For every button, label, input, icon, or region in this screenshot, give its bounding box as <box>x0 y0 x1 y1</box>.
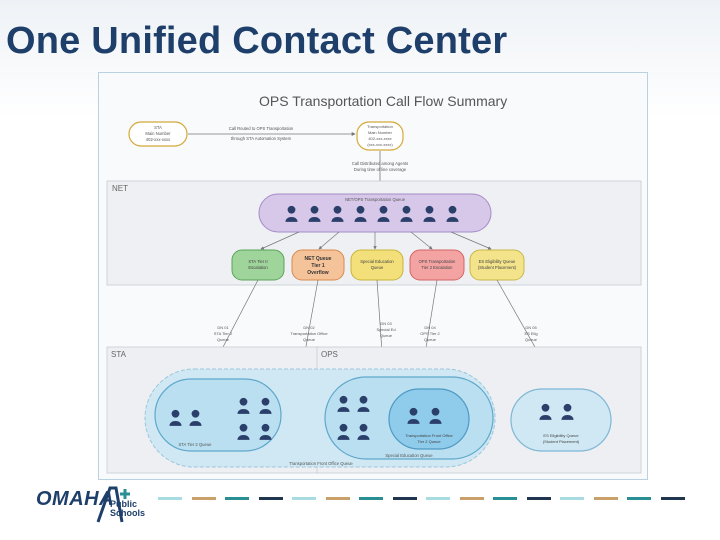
front-office-tier2-queue-pill: Transportation Front Office Tier 2 Queue <box>388 388 470 450</box>
queue-es-eligibility: ES Eligibility Queue (Student Placement) <box>469 249 525 281</box>
net-ops-queue: NET/OPS Transportation Queue <box>258 193 492 233</box>
route-3-line-3: Queue <box>380 333 393 338</box>
sta-box-line-2: Main Number <box>145 131 171 136</box>
logo-subtitle: Public Schools <box>110 500 150 518</box>
q2-line-1: NET Queue <box>305 256 332 262</box>
net-to-q1-arrow <box>260 231 300 250</box>
route-1-line-3: Queue <box>217 337 230 342</box>
q4-line-1: OPS Transportation <box>419 259 456 264</box>
queue-net-tier1-overflow: NET Queue Tier 1 Overflow <box>291 249 345 281</box>
sta-main-number-box: STA Main Number 402-xxx-xxxx <box>128 121 188 147</box>
decorative-dash <box>493 497 517 500</box>
decorative-dash <box>526 497 551 500</box>
sta-label: STA <box>111 350 127 359</box>
es-elig-caption-1: ES Eligibility Queue <box>543 433 579 438</box>
net-label: NET <box>112 184 128 193</box>
q5-line-1: ES Eligibility Queue <box>479 259 516 264</box>
decorative-dash <box>225 497 249 500</box>
route-1-line-2: STA Tier 2 <box>214 331 233 336</box>
route-1-line-1: DN 01 <box>217 325 229 330</box>
decorative-dash <box>459 497 484 500</box>
es-elig-caption-2: (Student Placement) <box>543 439 580 444</box>
decorative-dash <box>191 497 216 500</box>
route-4-line-1: DN 04 <box>424 325 436 330</box>
route-label-4: DN 04 OPS Tier 2 Queue <box>420 325 440 342</box>
transportation-main-number-box: Transportation Main Number 402-xxx-xxxx … <box>356 121 404 151</box>
route-2-line-2: Transportation Office <box>290 331 328 336</box>
decorative-dash <box>392 497 417 500</box>
union-caption: Transportation Front Office Queue <box>289 461 353 466</box>
route-3-line-2: Special Ed <box>376 327 395 332</box>
route-2-line-3: Queue <box>303 337 316 342</box>
queue-sta-tier2: STA Tier II Escalation <box>231 249 285 281</box>
logo-subtitle-line-1: Public <box>110 499 138 509</box>
trans-box-line-3: 402-xxx-xxxx <box>368 136 391 141</box>
q2-line-2: Tier 1 <box>311 263 324 269</box>
logo-a-plus-mark <box>96 486 130 523</box>
q3-line-1: Special Education <box>360 259 394 264</box>
sta-box-line-1: STA <box>154 125 162 130</box>
mid-label-2: During time of line coverage <box>354 167 407 172</box>
decorative-dash <box>359 497 383 500</box>
q2-line-3: Overflow <box>307 270 329 276</box>
route-3-line-1: DN 03 <box>380 321 392 326</box>
front-office-caption-2: Tier 2 Queue <box>417 439 441 444</box>
es-eligibility-queue-pill: ES Eligibility Queue (Student Placement) <box>510 388 612 452</box>
trans-box-line-2: Main Number <box>368 130 393 135</box>
logo-subtitle-line-2: Schools <box>110 508 146 518</box>
route-label-3: DN 03 Special Ed Queue <box>376 321 395 338</box>
front-office-caption-1: Transportation Front Office <box>405 433 453 438</box>
net-to-q2-arrow <box>318 231 340 250</box>
route-5-line-3: Queue <box>525 337 538 342</box>
omaha-public-schools-logo: OMAHA Public Schools <box>36 484 146 528</box>
route-label-2: DN 02 Transportation Office Queue <box>290 325 328 342</box>
route-label-1: DN 01 STA Tier 2 Queue <box>214 325 233 342</box>
q3-line-2: Queue <box>371 265 384 270</box>
decorative-dash <box>660 497 685 500</box>
route-4-line-2: OPS Tier 2 <box>420 331 440 336</box>
sta-tier2-queue-pill: STA Tier 2 Queue <box>154 378 282 452</box>
route-5-line-2: ES Elig <box>524 331 537 336</box>
decorative-dash <box>426 497 450 500</box>
call-flow-diagram: OPS Transportation Call Flow Summary STA… <box>98 72 648 480</box>
route-5-line-1: DN 05 <box>525 325 537 330</box>
top-arrow-label-2: through STA Automation System <box>231 136 292 141</box>
route-label-5: DN 05 ES Elig Queue <box>524 325 537 342</box>
q4-line-2: Tier 2 Escalation <box>421 265 453 270</box>
ops-label: OPS <box>321 350 338 359</box>
net-to-q4-arrow <box>410 231 433 250</box>
special-ed-caption: Special Education Queue <box>385 453 433 458</box>
queue-ops-tier2: OPS Transportation Tier 2 Escalation <box>409 249 465 281</box>
mid-label-1: Call Distributed among Agents <box>352 161 408 166</box>
decorative-dash <box>593 497 618 500</box>
q1-line-2: Escalation <box>248 265 268 270</box>
q5-line-2: (Student Placement) <box>478 265 517 270</box>
q1-line-1: STA Tier II <box>248 259 267 264</box>
sta-tier2-caption: STA Tier 2 Queue <box>179 442 213 447</box>
slide-title: One Unified Contact Center <box>6 20 508 62</box>
call-flow-svg: OPS Transportation Call Flow Summary STA… <box>106 93 642 474</box>
logo-wordmark: OMAHA <box>36 488 115 510</box>
trans-box-line-4: (xxx-xxx-xxxx) <box>367 142 393 147</box>
decorative-dash <box>258 497 283 500</box>
net-queue-label: NET/OPS Transportation Queue <box>345 197 406 202</box>
decorative-dash <box>292 497 316 500</box>
decorative-dash <box>627 497 651 500</box>
sta-box-line-3: 402-xxx-xxxx <box>146 137 171 142</box>
trans-box-line-1: Transportation <box>367 124 393 129</box>
decorative-dash <box>325 497 350 500</box>
route-4-line-3: Queue <box>424 337 437 342</box>
top-arrow-label-1: Call Routed to OPS Transportation <box>229 126 294 131</box>
route-2-line-1: DN 02 <box>303 325 315 330</box>
net-to-q5-arrow <box>450 231 492 250</box>
diagram-title: OPS Transportation Call Flow Summary <box>259 93 507 109</box>
decorative-dash <box>158 497 182 500</box>
queue-special-education: Special Education Queue <box>350 249 404 281</box>
decorative-dash <box>560 497 584 500</box>
